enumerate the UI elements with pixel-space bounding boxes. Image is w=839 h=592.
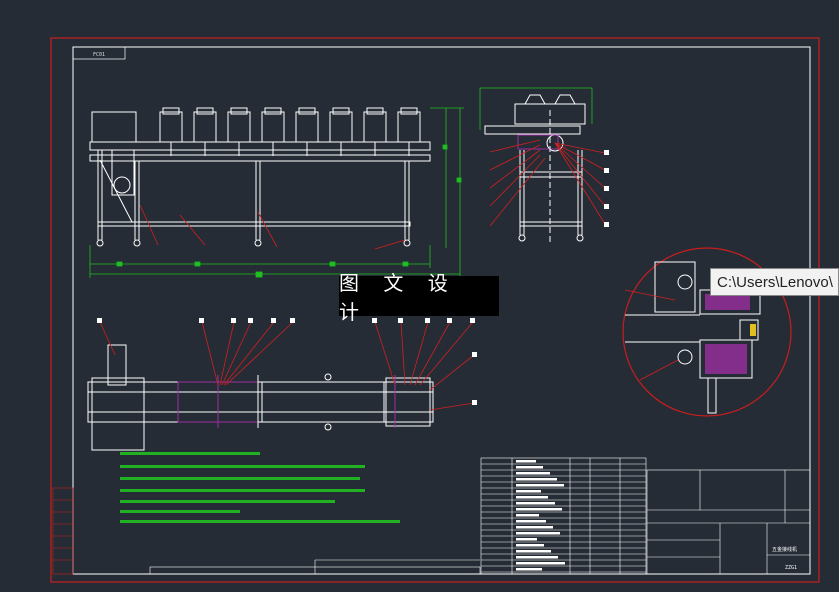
parts-row-text — [516, 466, 543, 469]
parts-row-text — [516, 496, 548, 499]
side-elevation-view — [484, 94, 586, 245]
conveyor-head — [159, 107, 183, 156]
parts-row-text — [516, 562, 565, 565]
parts-row-text — [516, 508, 562, 511]
parts-row-text — [516, 514, 539, 517]
file-path-tooltip: C:\Users\Lenovo\ — [710, 268, 839, 296]
parts-row-text — [516, 520, 546, 523]
parts-row-text — [516, 460, 536, 463]
parts-row-text — [516, 472, 550, 475]
parts-row-text — [516, 478, 557, 481]
detail-view — [622, 247, 792, 417]
parts-row-text — [516, 538, 537, 541]
front-dimensions — [89, 107, 464, 278]
drawing-number-box — [72, 46, 126, 60]
parts-row-text — [516, 490, 541, 493]
drawing-number: FC01 — [93, 52, 106, 58]
parts-row-text — [516, 502, 555, 505]
conveyor-head — [363, 107, 387, 156]
side-stamp-column — [52, 487, 74, 575]
front-leaders — [139, 204, 406, 250]
parts-row-text — [516, 556, 558, 559]
parts-row-text — [516, 532, 560, 535]
title-block-drawing-name: 五金接线机 — [772, 547, 798, 553]
plan-leaders — [99, 321, 475, 411]
parts-row-text — [516, 544, 544, 547]
technical-notes — [120, 452, 400, 523]
title-block-drawing-code: ZZG1 — [785, 565, 798, 571]
outer-frame — [50, 37, 820, 583]
title-block — [646, 469, 811, 575]
conveyor-head — [295, 107, 319, 156]
parts-row-text — [516, 484, 564, 487]
plan-callout-boxes — [97, 318, 477, 405]
conveyor-head — [227, 107, 251, 156]
parts-row-text — [516, 550, 551, 553]
conveyor-head — [397, 107, 421, 156]
side-dimensions — [479, 87, 593, 130]
parts-row-text — [516, 526, 553, 529]
conveyor-head — [329, 107, 353, 156]
side-callout-boxes — [604, 150, 609, 227]
conveyor-head — [193, 107, 217, 156]
watermark-banner: 图 文 设 计 — [339, 271, 499, 324]
side-leaders — [489, 139, 606, 227]
parts-row-text — [516, 568, 542, 571]
plan-view — [87, 344, 434, 451]
conveyor-head — [261, 107, 285, 156]
front-elevation-view — [89, 107, 431, 247]
bottom-strip — [149, 559, 481, 575]
parts-list — [480, 457, 647, 575]
